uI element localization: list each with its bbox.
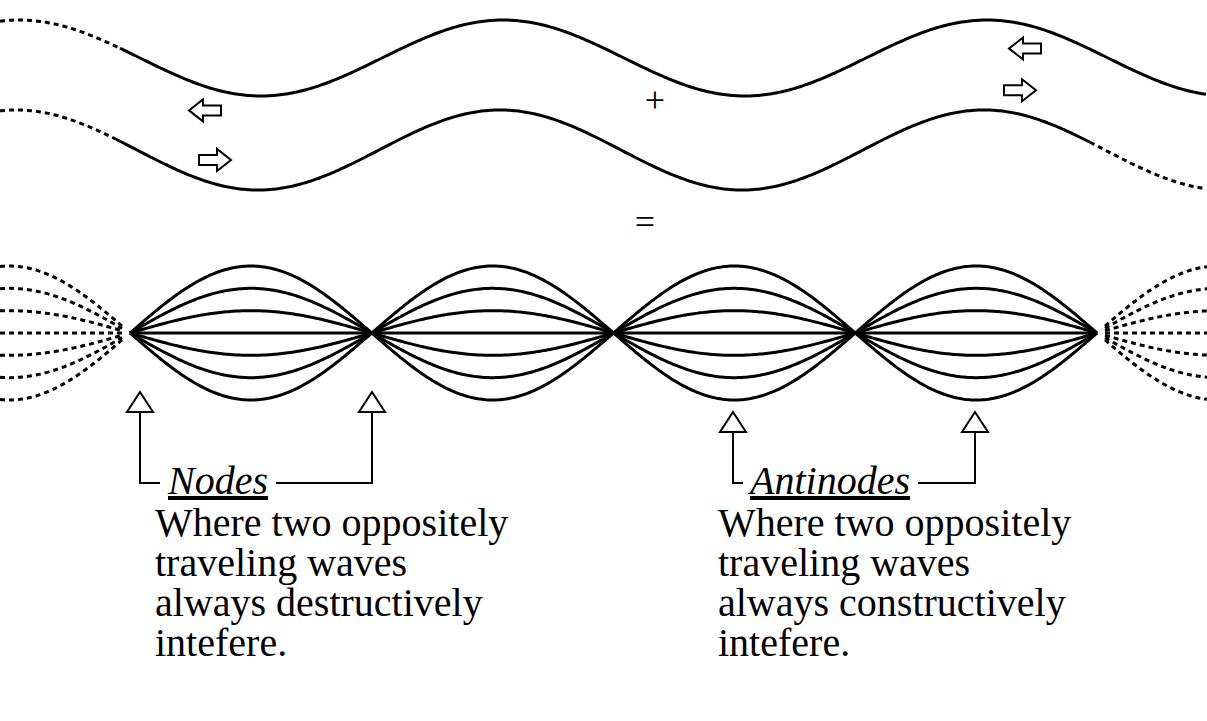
standing-wave-curve: [1105, 335, 1207, 355]
traveling-wave: [1090, 142, 1206, 188]
pointer-triangle: [720, 412, 746, 432]
direction-arrow: [189, 99, 221, 121]
standing-wave-curve: [130, 266, 1097, 400]
pointer-triangle: [962, 412, 988, 432]
pointer-triangle: [359, 392, 385, 412]
standing-wave-curve: [0, 338, 122, 378]
standing-wave-curve: [0, 332, 122, 335]
label-description: Where two oppositely traveling waves alw…: [155, 503, 518, 663]
direction-arrow: [1004, 79, 1036, 101]
standing-wave-curve: [0, 311, 122, 331]
equals-sign: =: [635, 202, 655, 242]
standing-wave-curve: [0, 335, 122, 355]
leader-line: [918, 432, 975, 483]
direction-arrow: [1009, 38, 1041, 60]
standing-wave-curve: [1105, 267, 1207, 326]
plus-sign: +: [645, 80, 665, 120]
direction-arrow: [199, 149, 231, 171]
label-description: Where two oppositely traveling waves alw…: [718, 503, 1081, 663]
direction-arrows: [189, 38, 1041, 171]
label-heading: Nodes: [168, 461, 268, 501]
traveling-wave: [0, 20, 120, 48]
pointer-triangle: [127, 392, 153, 412]
standing-wave-curve: [1105, 289, 1207, 329]
standing-wave-curve: [0, 340, 122, 400]
label-heading: Antinodes: [750, 461, 910, 501]
standing-wave-curve: [130, 266, 1097, 400]
leader-line: [140, 412, 160, 483]
wave-group: [0, 20, 1206, 190]
standing-wave: [0, 266, 1207, 400]
leader-line: [733, 432, 743, 483]
traveling-wave: [0, 110, 116, 139]
leader-line: [276, 412, 372, 483]
standing-wave-curve: [1105, 340, 1207, 399]
standing-wave-curve: [1105, 332, 1207, 335]
standing-wave-curve: [0, 288, 122, 328]
traveling-wave: [116, 110, 1090, 190]
standing-wave-curve: [1105, 338, 1207, 378]
